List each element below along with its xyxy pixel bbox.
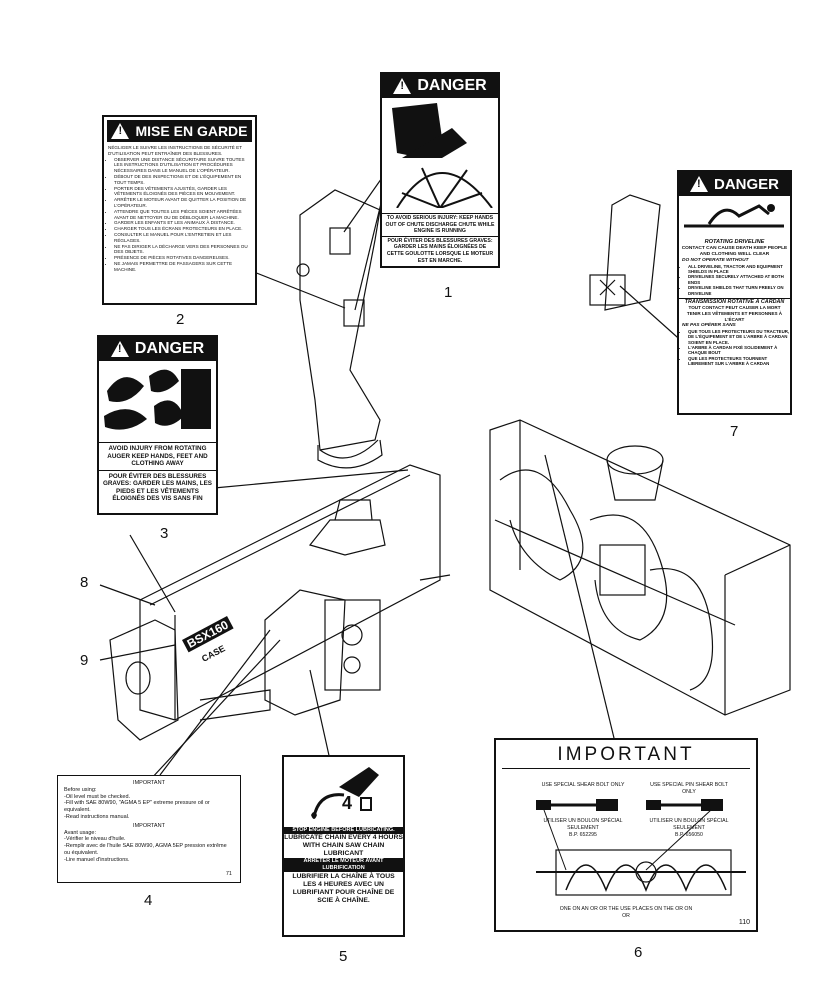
decal-5-hours: 4 xyxy=(342,793,353,813)
decal-6-right-fr: UTILISER UN BOULON SPÉCIAL SEULEMENT xyxy=(649,818,729,831)
decal-2-item: CHARGER TOUS LES ÉCRANS PROTECTEURS EN P… xyxy=(114,226,252,232)
decal-7-fr-title: TRANSMISSION ROTATIVE À CARDAN xyxy=(684,299,785,306)
decal-1-english: TO AVOID SERIOUS INJURY: KEEP HANDS OUT … xyxy=(382,213,498,236)
decal-4-line: Avant usage: xyxy=(64,829,97,836)
decal-4-title-en: IMPORTANT xyxy=(133,780,165,786)
callout-7: 7 xyxy=(730,423,739,440)
decal-6-code: 110 xyxy=(738,919,750,926)
hourglass-icon xyxy=(360,797,372,811)
decal-4-line: Before using: xyxy=(64,786,97,793)
decal-7-en-item: DRIVELINES SECURELY ATTACHED AT BOTH END… xyxy=(688,274,790,285)
decal-4-line: -Vérifier le niveau d'huile. xyxy=(64,836,126,843)
decal-3-header: DANGER xyxy=(99,337,216,361)
decal-7-fr-sub2: TENIR LES VÊTEMENTS ET PERSONNES À L'ÉCA… xyxy=(686,311,783,323)
callout-4: 4 xyxy=(144,892,153,909)
decal-2-mise-en-garde: MISE EN GARDE NÉGLIGER LE SUIVRE LES INS… xyxy=(102,115,257,305)
decal-2-header: MISE EN GARDE xyxy=(107,120,252,142)
callout-3: 3 xyxy=(160,525,169,542)
decal-7-fr-item: L'ARBRE À CARDAN FIXÉ SOLIDEMENT À CHAQU… xyxy=(688,345,790,356)
decal-7-header: DANGER xyxy=(679,172,790,196)
decal-2-item: CONSULTER LE MANUEL POUR L'ENTRETIEN ET … xyxy=(114,232,252,244)
decal-7-fr-item: QUE TOUS LES PROTECTEURS DU TRACTEUR, DE… xyxy=(688,329,790,345)
decal-4-line: -Remplir avec de l'huile SAE 80W90, AGMA… xyxy=(64,843,227,856)
decal-7-en-title: ROTATING DRIVELINE xyxy=(704,239,765,245)
decal-2-item: NE PAS DIRIGER LA DÉCHARGE VERS DES PERS… xyxy=(114,244,252,256)
shear-bolt-diagram xyxy=(536,799,746,896)
decal-5-french-title: ARRÊTER LE MOTEUR AVANT LUBRIFICATION xyxy=(303,858,384,871)
decal-6-header: IMPORTANT xyxy=(502,740,750,769)
decal-4-line: -Lire manuel d'instructions. xyxy=(64,856,130,863)
decal-2-item: ARRÊTER LE MOTEUR AVANT DE QUITTER LA PO… xyxy=(114,197,252,209)
decal-5-lubricate-chain: 4 STOP ENGINE BEFORE LUBRICATING. LUBRIC… xyxy=(282,755,405,937)
warning-triangle-icon xyxy=(393,78,412,94)
warning-triangle-icon xyxy=(111,123,130,139)
hand-in-chute-icon xyxy=(392,103,493,209)
decal-7-fr-list: QUE TOUS LES PROTECTEURS DU TRACTEUR, DE… xyxy=(679,329,790,367)
decal-7-en-sub: CONTACT CAN CAUSE DEATH KEEP PEOPLE AND … xyxy=(681,245,788,257)
decal-3-french: POUR ÉVITER DES BLESSURES GRAVES: GARDER… xyxy=(99,469,216,505)
decal-7-fr-item: QUE LES PROTECTEURS TOURNENT LIBREMENT S… xyxy=(688,356,790,367)
decal-2-item: PRÉSENCE DE PIÈCES ROTATIVES DANGEREUSES… xyxy=(114,255,252,261)
decal-3-danger-auger: DANGER AVOID INJURY FROM ROTATING AUGER … xyxy=(97,335,218,515)
decal-6-left-fr: UTILISER UN BOULON SPÉCIAL SEULEMENT xyxy=(543,818,623,831)
decal-5-english: LUBRICATE CHAIN EVERY 4 HOURS WITH CHAIN… xyxy=(284,834,403,858)
decal-7-en-item: DRIVELINE SHIELDS THAT TURN FREELY ON DR… xyxy=(688,285,790,296)
callout-8: 8 xyxy=(80,574,89,591)
callout-1: 1 xyxy=(444,284,453,301)
decal-7-en-list: ALL DRIVELINE, TRACTOR AND EQUIPMENT SHI… xyxy=(679,264,790,296)
decal-2-list: OBSERVER UNE DISTANCE SÉCURITAIRE SUIVRE… xyxy=(104,157,255,273)
decal-2-item: NE JAMAIS PERMETTRE DE PASSAGERS SUR CET… xyxy=(114,261,252,273)
decal-2-item: DÉBOUT DE DES INSPECTIONS ET DE L'ÉQUIPE… xyxy=(114,174,252,186)
callout-2: 2 xyxy=(176,311,185,328)
decal-4-code: 71 xyxy=(225,871,232,878)
decal-2-intro: NÉGLIGER LE SUIVRE LES INSTRUCTIONS DE S… xyxy=(108,145,242,156)
decal-5-french: LUBRIFIER LA CHAÎNE À TOUS LES 4 HEURES … xyxy=(292,873,395,904)
callout-6: 6 xyxy=(634,944,643,961)
decal-7-en-warn: DO NOT OPERATE WITHOUT xyxy=(682,257,749,263)
oil-can-icon: 4 xyxy=(284,757,403,827)
decal-7-fr-warn: NE PAS OPÉRER SANS xyxy=(682,322,736,328)
decal-4-title-fr: IMPORTANT xyxy=(133,822,165,829)
snowblower-front-drawing xyxy=(109,464,451,741)
warning-triangle-icon xyxy=(689,176,708,192)
decal-6-bottom-text: ONE ON AN OR OR THE USE PLACES ON THE OR… xyxy=(559,906,693,919)
snowblower-rear-drawing xyxy=(489,419,791,716)
decal-1-danger-chute: DANGER TO AVOID SERIOUS INJURY: KEEP HAN… xyxy=(380,72,500,268)
decal-1-french: POUR ÉVITER DES BLESSURES GRAVES: GARDER… xyxy=(382,235,498,265)
decal-7-en-item: ALL DRIVELINE, TRACTOR AND EQUIPMENT SHI… xyxy=(688,264,790,275)
decal-6-shear-bolt: IMPORTANT USE SPECIAL SHEAR BOLT ONLY US… xyxy=(494,738,758,932)
warning-triangle-icon xyxy=(110,341,129,357)
decal-6-left-pn: B.P. 652295 xyxy=(569,832,597,838)
entanglement-icon xyxy=(684,204,784,228)
decal-2-item: ATTENDRE QUE TOUTES LES PIÈCES SOIENT AR… xyxy=(114,209,252,221)
decal-1-header: DANGER xyxy=(382,74,498,98)
decal-2-item: PORTER DES VÊTEMENTS AJUSTÉS, GARDER LES… xyxy=(114,186,252,198)
decal-4-important-oil: IMPORTANT Before using: -Oil level must … xyxy=(57,775,241,883)
decal-7-fr-sub: TOUT CONTACT PEUT CAUSER LA MORT xyxy=(688,305,781,311)
decal-2-item: OBSERVER UNE DISTANCE SÉCURITAIRE SUIVRE… xyxy=(114,157,252,174)
decal-6-left-label: USE SPECIAL SHEAR BOLT ONLY xyxy=(541,782,625,788)
decal-4-line: -Oil level must be checked. xyxy=(64,793,131,800)
decal-4-line: -Read instructions manual. xyxy=(64,813,130,820)
decal-2-item: GARDER LES ENFANTS ET LES ANIMAUX À DIST… xyxy=(114,220,252,226)
discharge-chute-drawing xyxy=(296,189,383,469)
decal-3-english: AVOID INJURY FROM ROTATING AUGER KEEP HA… xyxy=(99,442,216,470)
auger-hands-feet-icon xyxy=(104,369,211,430)
driveline-shield-drawing xyxy=(589,194,661,311)
decal-6-right-label: USE SPECIAL PIN SHEAR BOLT ONLY xyxy=(650,782,728,795)
decal-5-english-title: STOP ENGINE BEFORE LUBRICATING. xyxy=(292,827,395,833)
decal-5-english-block: STOP ENGINE BEFORE LUBRICATING. LUBRICAT… xyxy=(284,827,403,872)
callout-5: 5 xyxy=(339,948,348,965)
decal-4-line: -Fill with SAE 80W90, "AGMA 5 EP" extrem… xyxy=(64,800,210,814)
callout-9: 9 xyxy=(80,652,89,669)
decal-6-right-pn: B.P. 656050 xyxy=(675,832,703,838)
decal-7-danger-driveline: DANGER ROTATING DRIVELINE CONTACT CAN CA… xyxy=(677,170,792,415)
